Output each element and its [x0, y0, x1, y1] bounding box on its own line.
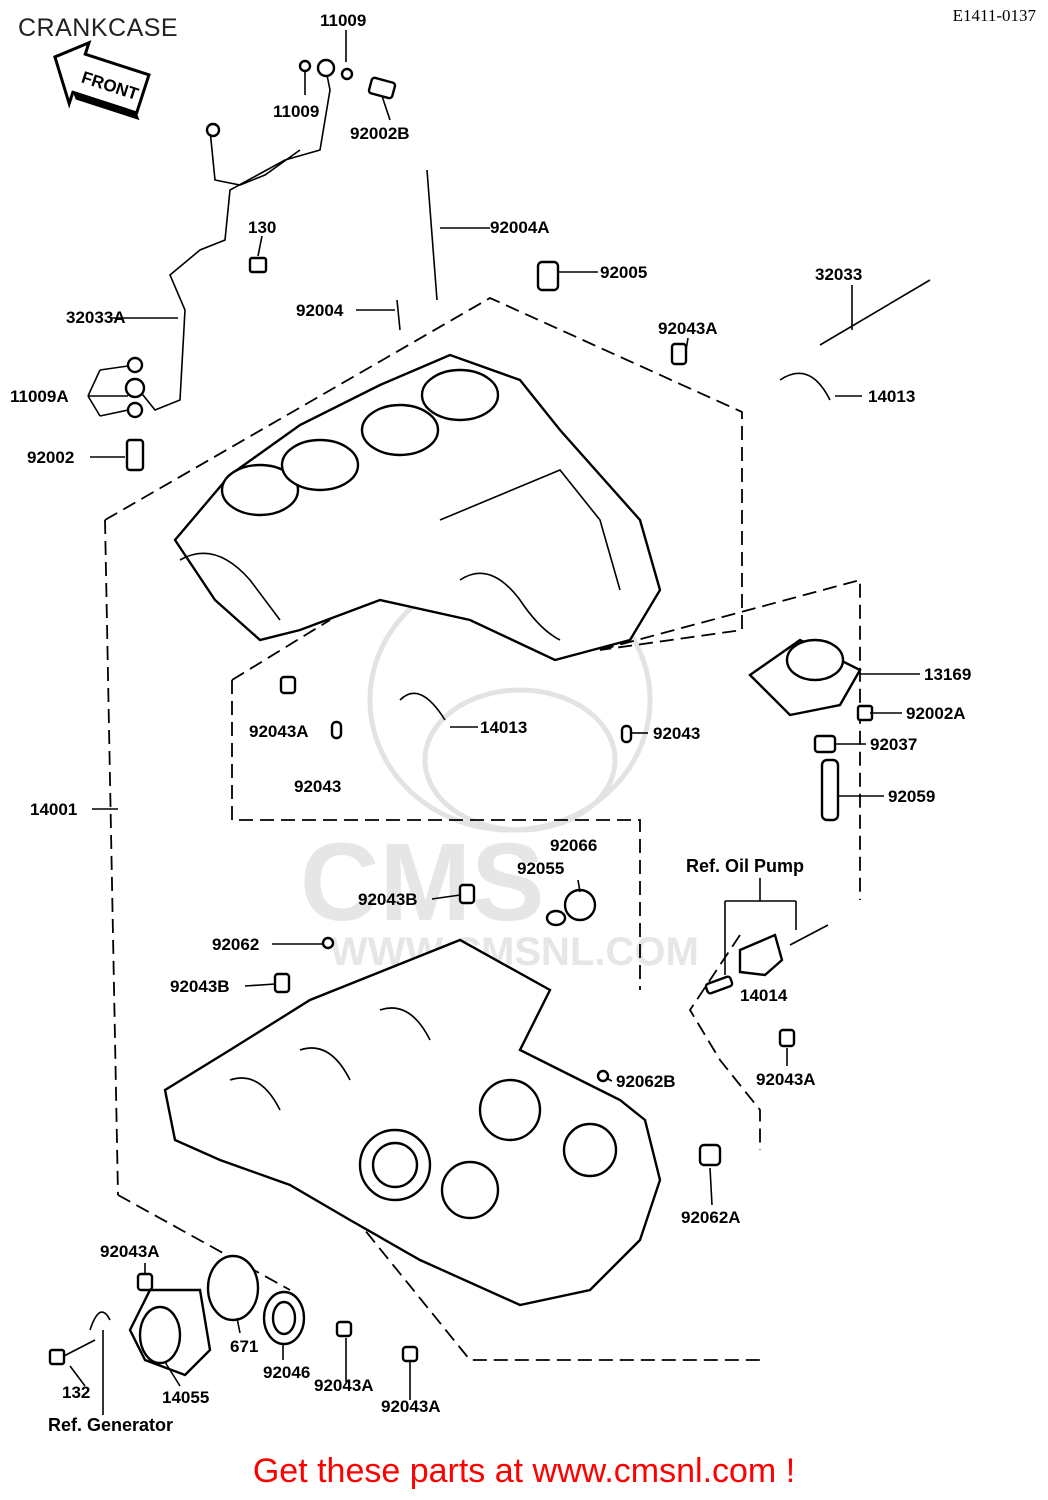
label-14014: 14014 — [740, 986, 788, 1005]
stud-92004A — [426, 169, 438, 301]
label-32033: 32033 — [815, 265, 862, 284]
label-14013-top: 14013 — [868, 387, 915, 406]
diagram-code: E1411-0137 — [952, 6, 1036, 25]
watermark-url: WWW.CMSNL.COM — [330, 930, 699, 974]
footer-link[interactable]: Get these parts at www.cmsnl.com ! — [252, 1452, 796, 1490]
label-14013-mid: 14013 — [480, 718, 527, 737]
label-92002B: 92002B — [350, 124, 410, 143]
clamp-ref-generator — [89, 1311, 111, 1331]
oil-pipe-32033A — [124, 58, 354, 419]
bearing-92046 — [262, 1290, 306, 1346]
page-title: CRANKCASE — [18, 14, 179, 42]
cover-14055 — [128, 1288, 212, 1377]
label-92055: 92055 — [517, 859, 564, 878]
bearing-shell-14013-mid — [399, 692, 446, 721]
label-ref-generator: Ref. Generator — [48, 1415, 173, 1435]
bolt-92002B — [367, 76, 397, 100]
watermark-brand: CMS — [300, 821, 544, 944]
label-11009A: 11009A — [10, 387, 69, 406]
label-13169: 13169 — [924, 665, 971, 684]
label-92043-right: 92043 — [653, 724, 700, 743]
oil-pump-13169 — [748, 638, 862, 717]
label-92004: 92004 — [296, 301, 344, 320]
dowel-92043A-top — [670, 342, 688, 366]
label-92037: 92037 — [870, 735, 917, 754]
bolt-92002A — [856, 704, 874, 722]
label-92043-mid: 92043 — [294, 777, 341, 796]
bolt-130 — [248, 256, 268, 274]
bearing-shell-14013-top — [779, 372, 831, 401]
label-14001: 14001 — [30, 800, 77, 819]
upper-crankcase — [173, 353, 662, 662]
label-92002A: 92002A — [906, 704, 966, 723]
front-arrow-icon: FRONT — [53, 40, 151, 121]
lower-crankcase — [163, 938, 662, 1307]
label-92043A-b2: 92043A — [381, 1397, 441, 1416]
label-11009-top: 11009 — [320, 11, 366, 30]
label-92004A: 92004A — [490, 218, 550, 237]
label-ref-oil-pump: Ref. Oil Pump — [686, 856, 804, 876]
dowel-92043A-b2 — [401, 1345, 419, 1363]
label-11009-mid: 11009 — [273, 102, 319, 121]
plug-92062 — [321, 936, 335, 950]
dowel-92043B-mid — [273, 972, 291, 994]
label-92043A-top: 92043A — [658, 319, 718, 338]
pipe-92059 — [820, 758, 840, 822]
dowel-92043A-b1 — [335, 1320, 353, 1338]
oring-92055 — [545, 909, 567, 927]
label-92043A-right: 92043A — [756, 1070, 816, 1089]
dowel-92043A-bl — [136, 1272, 154, 1292]
label-92043B-mid: 92043B — [170, 977, 230, 996]
dowel-92005 — [536, 260, 560, 292]
plug-92062A — [698, 1143, 722, 1167]
label-92062A: 92062A — [681, 1208, 741, 1227]
dowel-92043B-top — [458, 883, 476, 905]
plug-92062B — [596, 1069, 610, 1083]
label-92043A-left: 92043A — [249, 722, 309, 741]
gear-92066 — [563, 888, 597, 922]
oring-671 — [206, 1254, 260, 1322]
bolt-92002 — [125, 438, 145, 472]
label-132: 132 — [62, 1383, 90, 1402]
dowel-92043A-right — [778, 1028, 796, 1048]
label-92005: 92005 — [600, 263, 647, 282]
bolt-132 — [48, 1339, 96, 1366]
label-92002: 92002 — [27, 448, 74, 467]
part-labels: 11009 11009 92002B 92004A 130 92005 3203… — [10, 11, 971, 1435]
label-92066: 92066 — [550, 836, 597, 855]
label-92062B: 92062B — [616, 1072, 676, 1091]
label-14055: 14055 — [162, 1388, 209, 1407]
label-92062: 92062 — [212, 935, 259, 954]
oring-92043 — [330, 720, 633, 744]
label-92059: 92059 — [888, 787, 935, 806]
stud-92004 — [396, 299, 401, 331]
label-92043A-bl: 92043A — [100, 1242, 160, 1261]
spring-92037 — [813, 734, 837, 754]
bracket-14014 — [704, 924, 829, 995]
label-32033A: 32033A — [66, 308, 126, 327]
label-671: 671 — [230, 1337, 258, 1356]
label-130: 130 — [248, 218, 276, 237]
label-92043A-b1: 92043A — [314, 1376, 374, 1395]
dowel-92043A-left — [279, 675, 297, 695]
bolt-32033 — [819, 279, 931, 346]
label-92043B-top: 92043B — [358, 890, 418, 909]
leader-lines — [69, 30, 920, 1415]
label-92046: 92046 — [263, 1363, 310, 1382]
